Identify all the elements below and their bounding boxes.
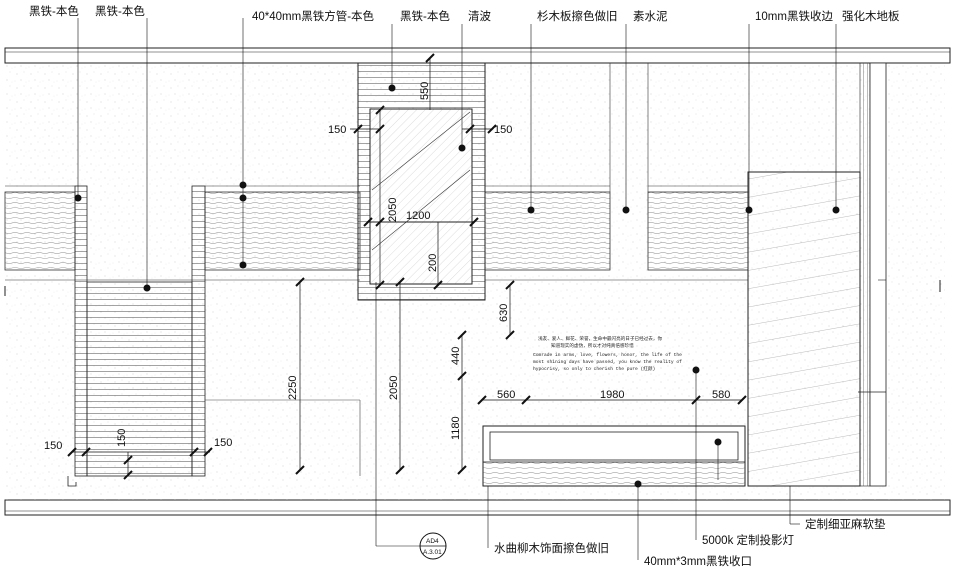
label-iron-edge: 10mm黑铁收边 [755,9,833,23]
floor-bracket [67,476,77,487]
dim-2050-floor: 2050 [388,376,400,400]
svg-text:知道现实的虚伪，所以才对纯真倍感珍惜: 知道现实的虚伪，所以才对纯真倍感珍惜 [551,342,634,349]
dim-150-top-left: 150 [328,124,346,136]
svg-text:AD4: AD4 [426,538,439,545]
label-black-iron-3: 黑铁-本色 [400,9,450,23]
central-window [357,62,486,301]
dim-630: 630 [498,304,510,322]
label-iron-trim: 40mm*3mm黑铁收口 [644,554,752,568]
label-linen-cushion: 定制细亚麻软垫 [805,517,886,531]
wall-inscription: 浅友、爱人、鲜花、荣誉，生命中最闪亮的日子已经过去，你 知道现实的虚伪，所以才对… [533,335,682,372]
leader-dots [74,84,840,488]
top-beam [4,47,951,64]
section-reference: AD4 A.3.01 [419,532,447,560]
bench [482,425,746,487]
dim-150-bottom-a: 150 [44,440,62,452]
left-shelf [86,185,206,477]
floor-beam [4,499,951,516]
dimension-ticks [67,53,747,480]
dim-200: 200 [427,254,439,272]
dim-1180: 1180 [450,416,462,440]
dim-440: 440 [450,347,462,365]
label-clear-wave: 清波 [468,10,491,23]
svg-text:浅友、爱人、鲜花、荣誉，生命中最闪亮的日子已经过去，你: 浅友、爱人、鲜花、荣誉，生命中最闪亮的日子已经过去，你 [538,335,662,342]
dim-150-top-right: 150 [494,124,512,136]
dim-2050-window: 2050 [387,198,399,222]
svg-text:most shining days have passed,: most shining days have passed, you know … [533,359,682,365]
dim-580: 580 [712,389,730,401]
dim-150-bottom-c: 150 [214,437,232,449]
label-plain-cement: 素水泥 [633,10,668,23]
label-ash-veneer: 水曲柳木饰面擦色做旧 [494,541,609,555]
svg-text:hypocrisy, so only to cherish: hypocrisy, so only to cherish the pure (… [533,365,655,372]
dim-2250: 2250 [287,376,299,400]
label-projector-light: 5000k 定制投影灯 [702,533,795,547]
label-black-iron-1: 黑铁-本色 [29,4,79,18]
leader-lines [77,18,837,560]
dim-1980: 1980 [600,389,624,401]
label-laminate-floor: 强化木地板 [842,9,900,23]
wood-panel-band [4,185,749,281]
label-fir-board: 杉木板擦色做旧 [537,9,618,23]
dim-1200: 1200 [406,210,430,222]
svg-text:Comrade in arms, love, flowers: Comrade in arms, love, flowers, honor, t… [533,352,682,358]
wood-floor-panel [747,62,887,487]
dim-150-bottom-b: 150 [116,429,128,447]
label-square-tube: 40*40mm黑铁方管-本色 [252,9,375,23]
dim-560: 560 [497,389,515,401]
svg-text:A.3.01: A.3.01 [423,549,442,556]
left-post [74,185,88,477]
label-black-iron-2: 黑铁-本色 [95,4,145,18]
dim-550: 550 [419,82,431,100]
